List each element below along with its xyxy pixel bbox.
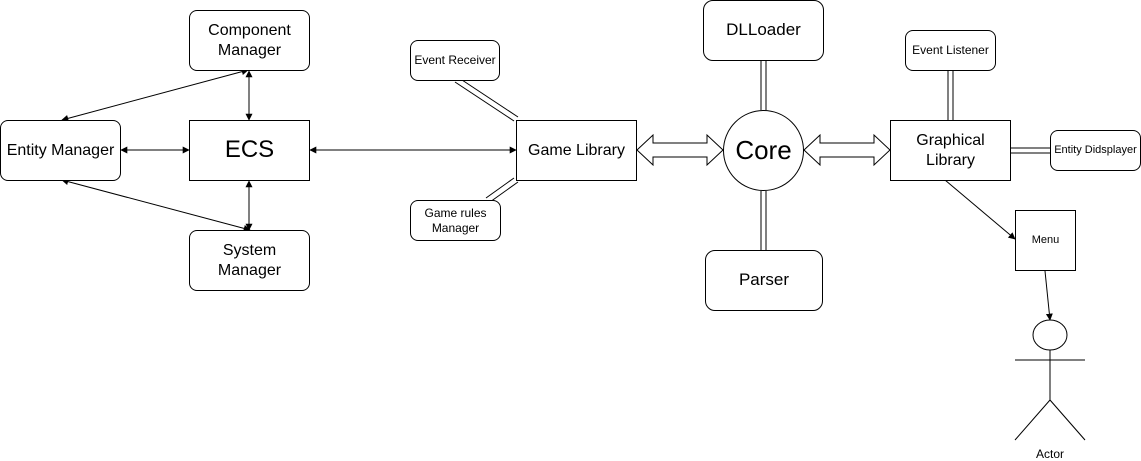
entity-manager-node: Entity Manager <box>0 120 121 181</box>
hollow-arrow-core-graphlib <box>803 133 891 167</box>
menu-node: Menu <box>1015 210 1076 271</box>
core-node: Core <box>723 110 804 191</box>
game-library-node: Game Library <box>516 120 637 181</box>
entity-didsplayer-node: Entity Didsplayer <box>1050 130 1141 171</box>
link-eventreceiver-gamelib <box>454 77 519 122</box>
game-rules-manager-node: Game rules Manager <box>410 200 501 241</box>
component-manager-node: Component Manager <box>189 10 310 71</box>
edge-menu-actor <box>1044 270 1053 321</box>
link-graphlib-entitydisplayer <box>1011 147 1050 154</box>
edge-graphlib-menu <box>944 179 1016 240</box>
ecs-node: ECS <box>189 120 310 181</box>
event-listener-node: Event Listener <box>905 30 996 71</box>
parser-node: Parser <box>705 250 823 311</box>
link-gamerules-gamelib <box>485 177 519 203</box>
hollow-arrow-gamelib-core <box>636 133 724 167</box>
actor-label: Actor <box>1035 447 1064 461</box>
event-receiver-node: Event Receiver <box>410 40 500 81</box>
dlloader-node: DLLoader <box>703 0 824 61</box>
edge-entity-component <box>61 68 249 122</box>
link-eventlistener-graphlib <box>947 71 954 120</box>
graphical-library-node: Graphical Library <box>890 120 1011 181</box>
edge-entity-system <box>61 178 251 232</box>
system-manager-node: System Manager <box>189 230 310 291</box>
link-core-parser <box>760 191 767 250</box>
link-dlloader-core <box>760 61 767 110</box>
actor-figure <box>1014 319 1086 441</box>
